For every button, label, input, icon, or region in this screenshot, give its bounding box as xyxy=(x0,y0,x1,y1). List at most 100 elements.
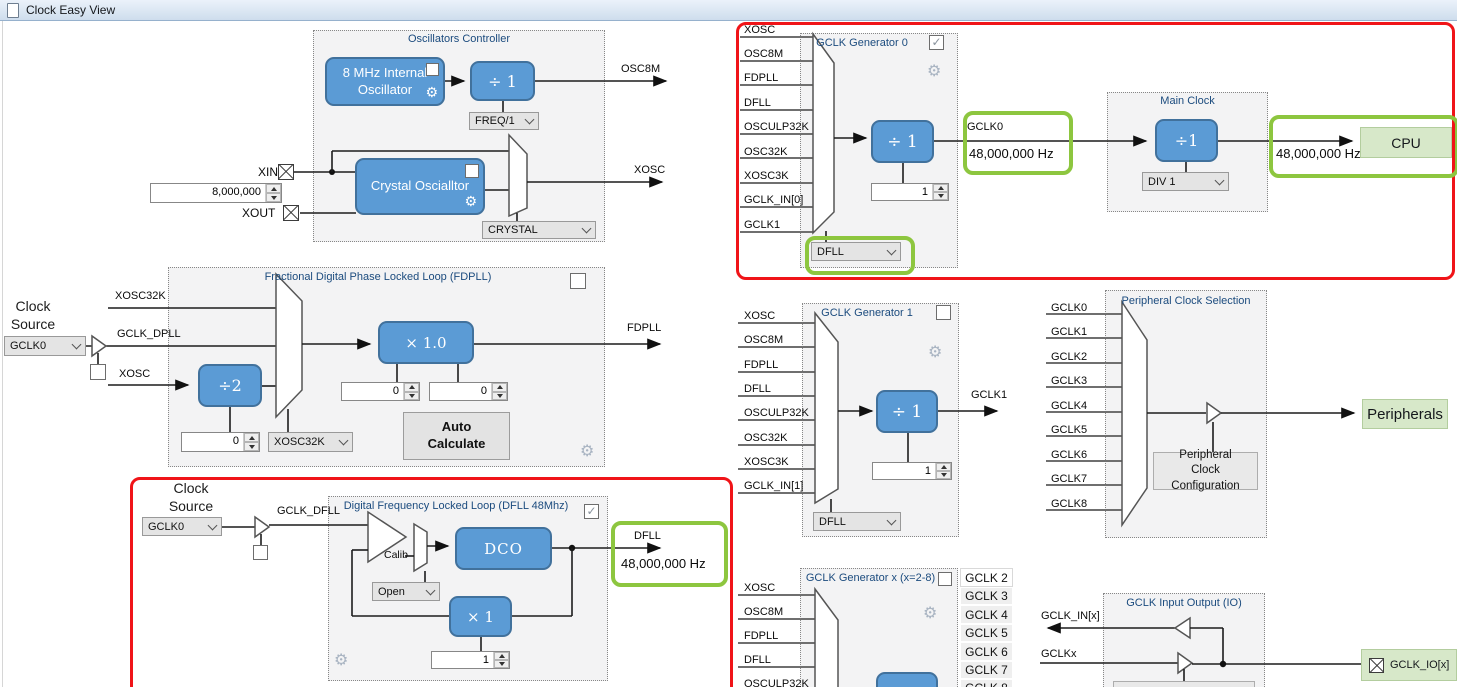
gclk-io-label: GCLK_IO[x] xyxy=(1390,659,1450,671)
dfll-multiplier-box[interactable]: × 1 xyxy=(449,596,512,637)
fdpll-gear-icon[interactable]: ⚙ xyxy=(580,441,595,460)
fdpll-divider-label: ÷2 xyxy=(218,376,242,395)
fdpll-multiplier-box[interactable]: × 1.0 xyxy=(378,321,474,364)
auto-calculate-button[interactable]: Auto Calculate xyxy=(403,412,510,460)
tab-gclk5[interactable]: GCLK 5 xyxy=(960,624,1013,642)
dfll-source-checkbox[interactable] xyxy=(253,545,268,560)
dfll-output-label: DFLL xyxy=(634,530,661,542)
osc8m-freq-select-value: FREQ/1 xyxy=(475,115,515,127)
peripheral-input-label: GCLK0 xyxy=(1051,302,1088,314)
crystal-select[interactable]: CRYSTAL xyxy=(482,221,596,239)
fdpll-frac-value: 0 xyxy=(480,385,487,397)
fdpll-checkbox[interactable] xyxy=(570,273,586,289)
fdpll-clock-source-select[interactable]: GCLK0 xyxy=(4,336,86,356)
gen0-divider-spinner[interactable]: 1 xyxy=(871,183,949,201)
fdpll-int-spinner[interactable]: 0 xyxy=(341,382,420,401)
tab-gclk3[interactable]: GCLK 3 xyxy=(960,587,1013,605)
fdpll-source-checkbox[interactable] xyxy=(90,364,106,380)
spinner-up-icon[interactable] xyxy=(494,652,509,660)
spinner-buttons[interactable] xyxy=(265,184,281,202)
gen1-input-label: GCLK_IN[1] xyxy=(744,480,804,492)
gclk-genx-title: GCLK Generator x (x=2-8) xyxy=(805,572,936,584)
osc8m-divider-box[interactable]: ÷ 1 xyxy=(470,61,535,101)
spinner-down-icon[interactable] xyxy=(266,193,281,202)
gen1-divider-spinner[interactable]: 1 xyxy=(872,462,952,480)
spinner-down-icon[interactable] xyxy=(494,660,509,668)
crystal-oscillator-box[interactable]: Crystal Oscialltor ⚙ xyxy=(355,158,485,215)
peripheral-clock-configuration-box[interactable]: Peripheral Clock Configuration xyxy=(1153,449,1258,492)
gen1-divider-box[interactable]: ÷ 1 xyxy=(876,390,938,433)
crystal-oscillator-gear-icon[interactable]: ⚙ xyxy=(464,194,477,210)
tab-gclk2[interactable]: GCLK 2 xyxy=(960,568,1013,587)
dfll-dco-box[interactable]: DCO xyxy=(455,527,552,570)
dfll-clock-source-value: GCLK0 xyxy=(148,520,185,533)
tab-gclk8[interactable]: GCLK 8 xyxy=(960,679,1013,687)
spinner-buttons[interactable] xyxy=(491,383,507,400)
main-clock-divider-box[interactable]: ÷1 xyxy=(1155,119,1218,162)
gen1-source-select[interactable]: DFLL xyxy=(813,512,901,531)
xin-pin-icon[interactable] xyxy=(278,164,294,180)
peripheral-clock-selection-panel xyxy=(1105,290,1267,538)
document-icon xyxy=(7,2,19,18)
window-title: Clock Easy View xyxy=(26,3,116,17)
spinner-up-icon[interactable] xyxy=(936,463,951,471)
dfll-gear-icon[interactable]: ⚙ xyxy=(334,650,349,669)
main-clock-title: Main Clock xyxy=(1160,95,1215,107)
tab-gclk4[interactable]: GCLK 4 xyxy=(960,605,1013,624)
spinner-up-icon[interactable] xyxy=(933,184,948,192)
spinner-buttons[interactable] xyxy=(493,652,509,668)
chevron-down-icon xyxy=(886,245,897,255)
spinner-buttons[interactable] xyxy=(932,184,948,200)
gclk-genx-checkbox[interactable] xyxy=(938,572,952,586)
gclk-gen0-title: GCLK Generator 0 xyxy=(816,37,908,49)
gclk-gen0-checkbox[interactable]: ✓ xyxy=(929,35,944,50)
peripheral-input-label: GCLK5 xyxy=(1051,424,1088,436)
gclk-io-pin-icon[interactable] xyxy=(1369,657,1384,673)
dfll-clock-source-select[interactable]: GCLK0 xyxy=(142,517,222,536)
gclk-gen1-gear-icon[interactable]: ⚙ xyxy=(928,342,943,361)
spinner-buttons[interactable] xyxy=(243,433,259,451)
spinner-down-icon[interactable] xyxy=(492,391,507,400)
tab-gclk6[interactable]: GCLK 6 xyxy=(960,642,1013,661)
chevron-down-icon xyxy=(425,585,436,595)
spinner-down-icon[interactable] xyxy=(933,192,948,200)
gen0-input-label: GCLK1 xyxy=(744,219,781,231)
fdpll-frac-spinner[interactable]: 0 xyxy=(429,382,508,401)
tab-gclk7[interactable]: GCLK 7 xyxy=(960,661,1013,679)
gclk-gen1-checkbox[interactable] xyxy=(936,305,951,320)
xin-frequency-spinner[interactable]: 8,000,000 xyxy=(150,183,282,203)
dfll-calib-select[interactable]: Open xyxy=(372,582,440,601)
gclk-gen0-gear-icon[interactable]: ⚙ xyxy=(927,61,942,80)
xout-pin-icon[interactable] xyxy=(283,205,299,221)
spinner-down-icon[interactable] xyxy=(404,391,419,400)
internal-oscillator-checkbox[interactable] xyxy=(426,63,439,76)
dfll-checkbox[interactable]: ✓ xyxy=(584,504,599,519)
internal-oscillator-gear-icon[interactable]: ⚙ xyxy=(425,85,438,101)
fdpll-ref-select[interactable]: XOSC32K xyxy=(268,432,353,452)
spinner-down-icon[interactable] xyxy=(936,471,951,479)
gen0-divider-box[interactable]: ÷ 1 xyxy=(871,120,934,163)
dfll-multiplier-spinner[interactable]: 1 xyxy=(431,651,510,669)
spinner-buttons[interactable] xyxy=(935,463,951,479)
fdpll-divider-box[interactable]: ÷2 xyxy=(198,364,262,407)
peripherals-box: Peripherals xyxy=(1362,399,1448,429)
osc8m-freq-select[interactable]: FREQ/1 xyxy=(469,112,539,130)
spinner-up-icon[interactable] xyxy=(404,383,419,392)
spinner-buttons[interactable] xyxy=(403,383,419,400)
genx-divider-box[interactable] xyxy=(876,672,938,687)
gclk-genx-gear-icon[interactable]: ⚙ xyxy=(923,603,938,622)
peripheral-input-label: GCLK3 xyxy=(1051,375,1088,387)
spinner-up-icon[interactable] xyxy=(492,383,507,392)
gen0-source-select[interactable]: DFLL xyxy=(811,242,901,261)
gen0-input-label: XOSC xyxy=(744,24,776,36)
spinner-down-icon[interactable] xyxy=(244,442,259,451)
main-clock-div-select[interactable]: DIV 1 xyxy=(1142,172,1229,191)
spinner-up-icon[interactable] xyxy=(244,433,259,442)
fdpll-divider-spinner[interactable]: 0 xyxy=(181,432,260,452)
internal-oscillator-box[interactable]: 8 MHz Internal Oscillator ⚙ xyxy=(325,57,445,106)
crystal-oscillator-checkbox[interactable] xyxy=(465,164,479,178)
spinner-up-icon[interactable] xyxy=(266,184,281,193)
gen1-input-label: OSCULP32K xyxy=(744,407,809,419)
gclk-io-config-box[interactable] xyxy=(1113,681,1255,687)
chevron-down-icon xyxy=(71,339,82,350)
